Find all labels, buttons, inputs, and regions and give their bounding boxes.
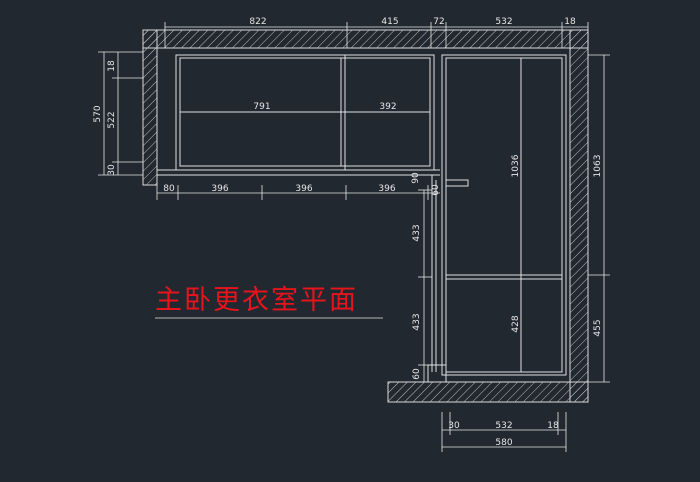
wall-left bbox=[142, 29, 158, 186]
dim-top-532: 532 bbox=[495, 17, 512, 27]
dim-bottom-396b: 396 bbox=[295, 184, 312, 194]
dim-bottom-80: 80 bbox=[163, 184, 175, 194]
dim-right-1063: 1063 bbox=[593, 155, 603, 178]
dim-mid-60: 60 bbox=[412, 368, 422, 380]
dim-bottom-580: 580 bbox=[495, 438, 512, 448]
dim-bottom-18: 18 bbox=[547, 421, 559, 431]
dim-mid-433b: 433 bbox=[412, 313, 422, 330]
dim-upper-392: 392 bbox=[379, 102, 396, 112]
dim-upper-791: 791 bbox=[253, 102, 270, 112]
dim-top-415: 415 bbox=[381, 17, 398, 27]
upper-cabinet bbox=[157, 54, 440, 176]
walls bbox=[142, 29, 589, 403]
dimension-lines bbox=[98, 22, 610, 452]
dim-left-30: 30 bbox=[107, 164, 117, 176]
dim-top-18: 18 bbox=[564, 17, 576, 27]
dim-top-72: 72 bbox=[433, 17, 444, 27]
drawing-title: 主卧更衣室平面 bbox=[155, 285, 358, 316]
dim-right-455: 455 bbox=[593, 319, 603, 336]
dim-left-570: 570 bbox=[93, 105, 103, 122]
dim-bottom-60: 60 bbox=[431, 184, 441, 196]
tall-cabinet bbox=[427, 54, 567, 383]
dim-mid-433a: 433 bbox=[412, 224, 422, 241]
dim-bottom-30: 30 bbox=[448, 421, 460, 431]
wall-bottom bbox=[387, 381, 589, 403]
dim-left-18: 18 bbox=[107, 60, 117, 72]
dim-lower-428: 428 bbox=[511, 315, 521, 332]
dim-tall-1036: 1036 bbox=[511, 154, 521, 177]
wall-right bbox=[569, 29, 589, 403]
wall-top bbox=[142, 29, 589, 49]
dim-bottom-532: 532 bbox=[495, 421, 512, 431]
dim-bottom-396c: 396 bbox=[378, 184, 395, 194]
dim-bottom-396a: 396 bbox=[211, 184, 228, 194]
dim-left-522: 522 bbox=[107, 111, 117, 128]
dim-bottom-90: 90 bbox=[411, 172, 421, 184]
dim-top-822: 822 bbox=[249, 17, 266, 27]
